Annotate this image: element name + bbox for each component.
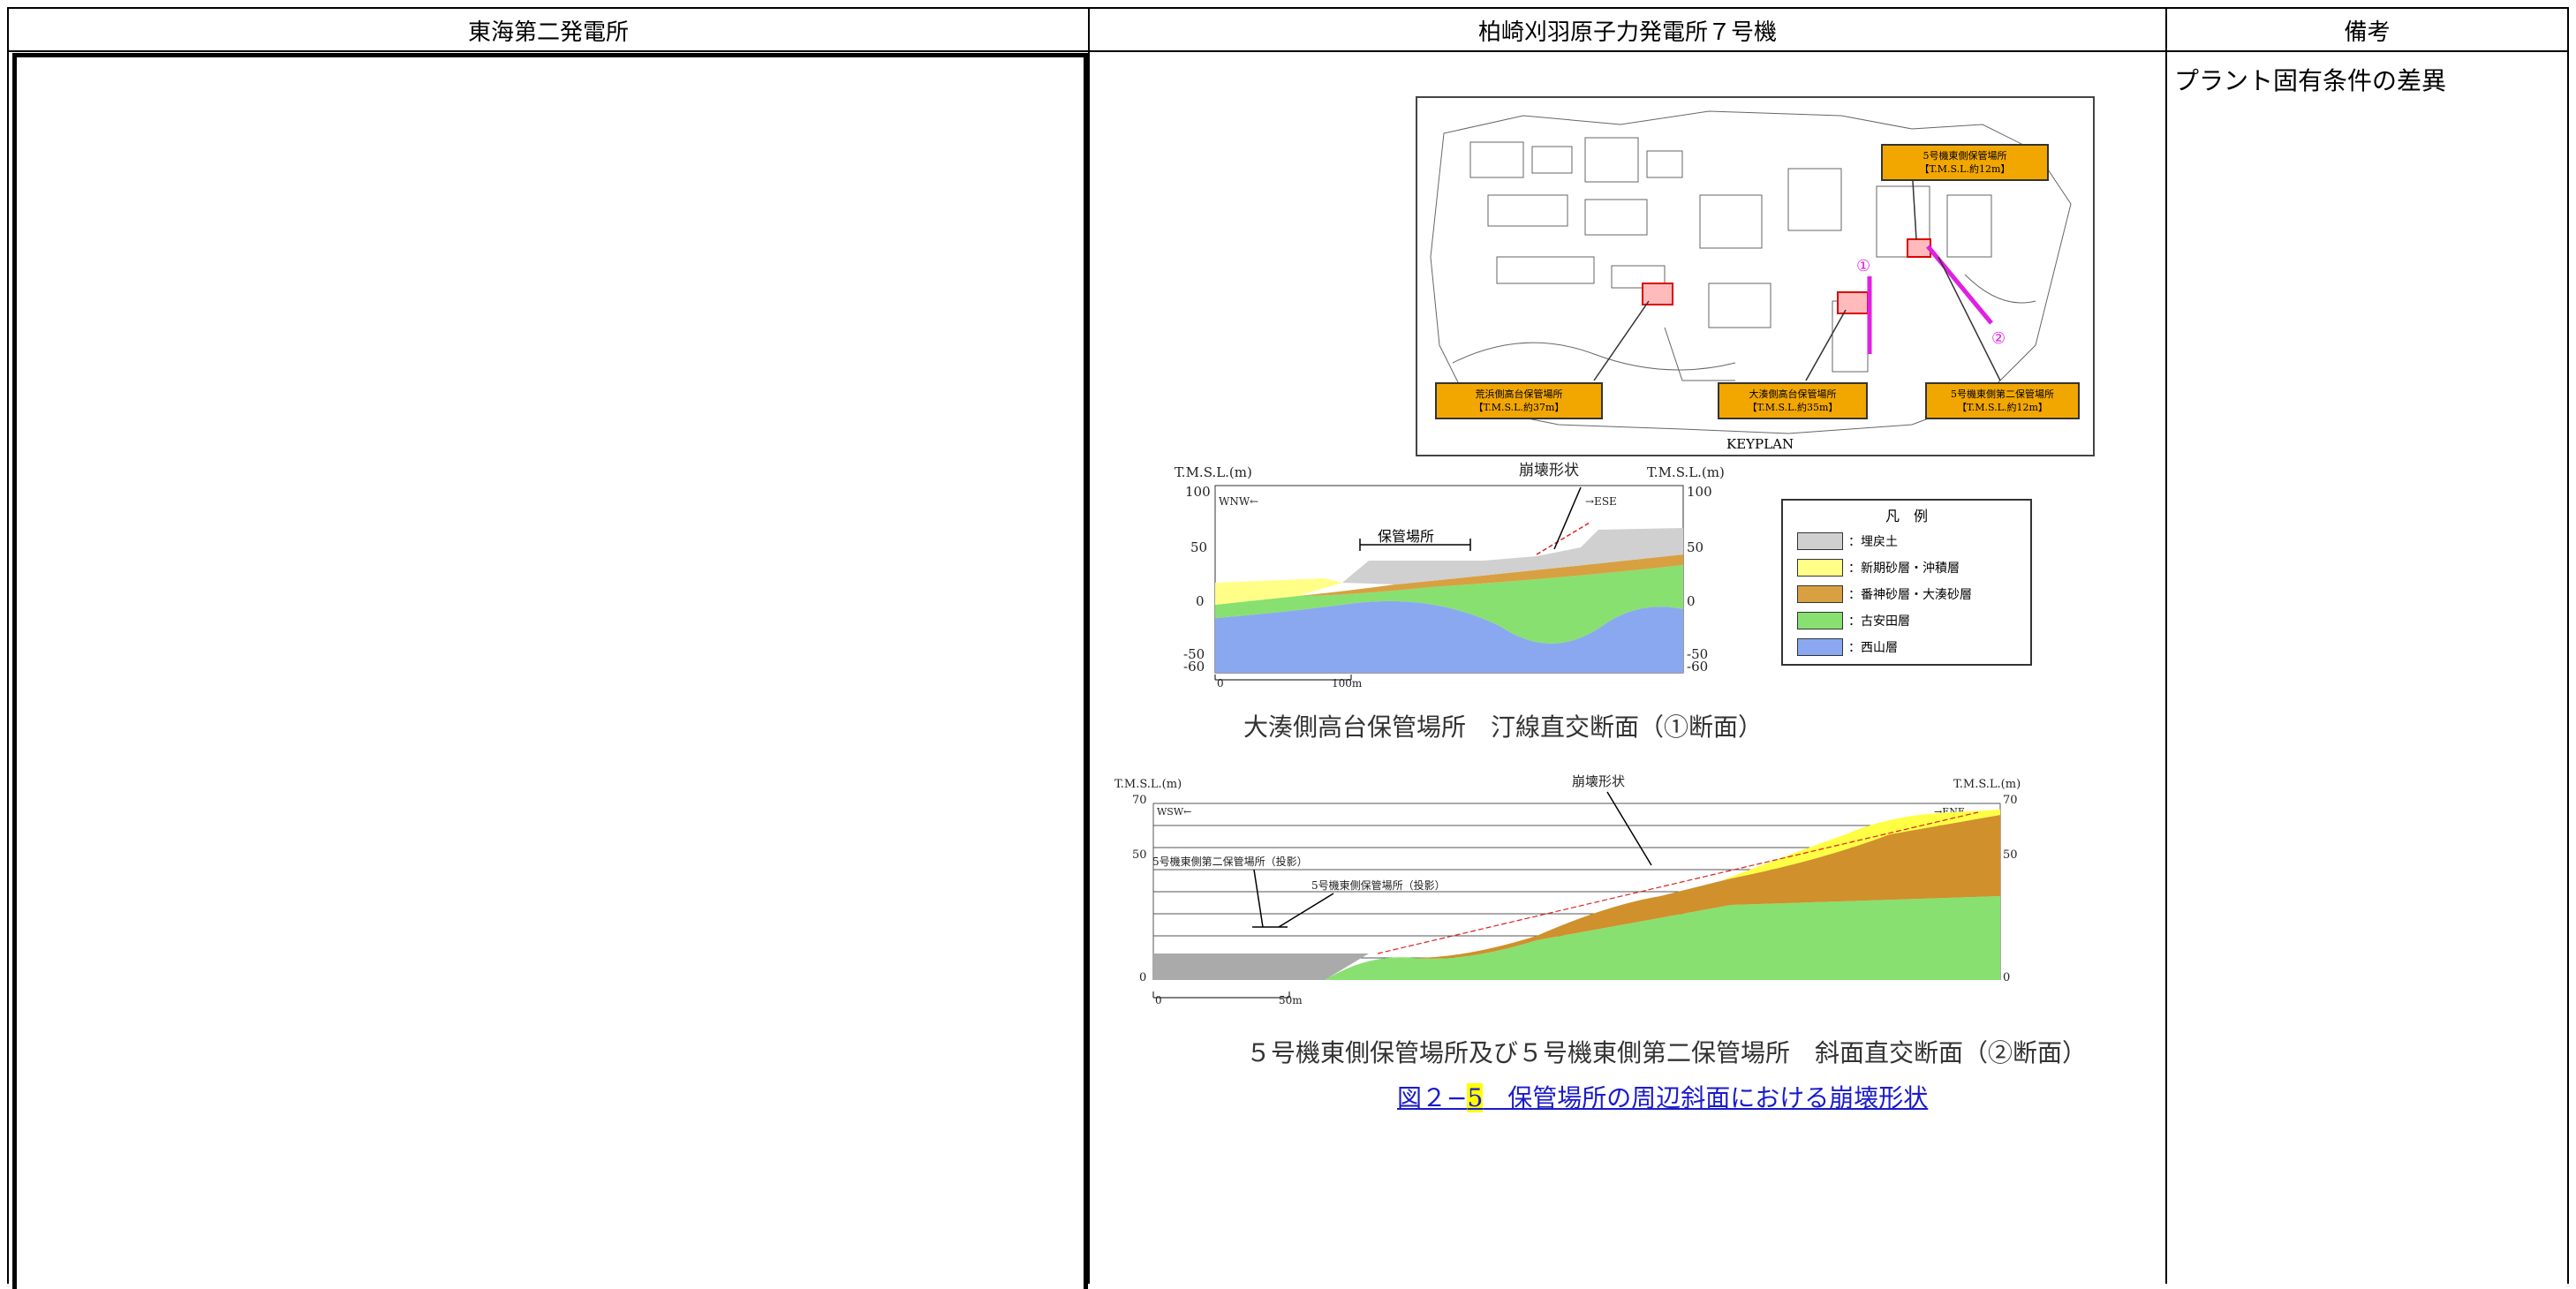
section2-title: 崩壊形状 [1572, 773, 1625, 789]
table-top-border [7, 7, 2569, 9]
legend-item: ：埋戻土 [1797, 531, 2030, 552]
tokai-empty-cell [12, 53, 1088, 1289]
section-1-drawing: T.M.S.L.(m) T.M.S.L.(m) 崩壊形状 WNW← →ESE 1… [1175, 462, 1725, 690]
s1-ytick-n50: -50 [1183, 646, 1205, 662]
s2-ytick-70-right: 70 [2003, 794, 2018, 807]
legend-item: ：番神砂層・大湊砂層 [1797, 584, 2030, 605]
section1-dir-right: →ESE [1585, 495, 1617, 508]
keyplan-drawing: ① ② KEYPLAN [1430, 110, 2072, 452]
s1-ytick-50: 50 [1190, 539, 1207, 555]
legend-swatch [1797, 612, 1843, 629]
section1-ylabel-left: T.M.S.L.(m) [1175, 464, 1252, 480]
legend-swatch [1797, 585, 1843, 603]
label-unit5-east: 5号機東側保管場所 【T.M.S.L.約12m】 [1881, 144, 2049, 181]
column-divider-1 [1088, 7, 1090, 1284]
section2-label-a: 5号機東側第二保管場所（投影） [1152, 855, 1308, 868]
section2-caption: ５号機東側保管場所及び５号機東側第二保管場所 斜面直交断面（②断面） [1246, 1038, 2088, 1067]
s2-scale-50: 50m [1279, 994, 1303, 1006]
column-divider-2 [2165, 7, 2167, 1284]
figure-caption-link[interactable]: 図２−5 保管場所の周辺斜面における崩壊形状 [1397, 1079, 1928, 1114]
s2-ytick-0: 0 [1139, 971, 1146, 984]
marker-2: ② [1991, 329, 2006, 348]
section2-label-b: 5号機東側保管場所（投影） [1311, 878, 1446, 892]
header-divider [7, 50, 2569, 52]
label-arahama-high: 荒浜側高台保管場所 【T.M.S.L.約37m】 [1435, 382, 1603, 419]
section1-title: 崩壊形状 [1519, 462, 1579, 479]
header-kashiwazaki: 柏崎刈羽原子力発電所７号機 [1477, 19, 1777, 46]
s2-scale-0: 0 [1155, 994, 1162, 1006]
s2-ytick-50-right: 50 [2003, 848, 2018, 862]
section2-dir-left: WSW← [1157, 806, 1191, 818]
legend-label: ：番神砂層・大湊砂層 [1848, 588, 1972, 602]
legend-label: ：古安田層 [1848, 614, 1910, 629]
legend-items: ：埋戻土 ：新期砂層・沖積層 ：番神砂層・大湊砂層 ：古安田層 ：西山層 [1783, 531, 2030, 658]
s1-ytick-0: 0 [1196, 593, 1205, 609]
s1-ytick-0-right: 0 [1687, 593, 1696, 609]
legend-title: 凡 例 [1885, 508, 1928, 524]
remark-text: プラント固有条件の差異 [2174, 66, 2447, 95]
section1-storage-label: 保管場所 [1378, 528, 1434, 545]
header-remarks: 備考 [2344, 19, 2391, 46]
keyplan-map: ① ② KEYPLAN 5号機東側保管場所 【T.M.S.L.約12m】 荒浜側… [1416, 96, 2095, 456]
legend-swatch [1797, 638, 1843, 656]
s1-ytick-n60-right: -60 [1687, 659, 1708, 675]
section1-dir-left: WNW← [1219, 495, 1258, 508]
figure-title: 保管場所の周辺斜面における崩壊形状 [1483, 1083, 1929, 1112]
table-right-border [2567, 7, 2569, 1284]
header-tokai: 東海第二発電所 [467, 19, 629, 46]
legend-swatch [1797, 532, 1843, 550]
section2-ylabel-right: T.M.S.L.(m) [1953, 778, 2021, 791]
section-2-drawing: T.M.S.L.(m) T.M.S.L.(m) 崩壊形状 WSW← →ENE 7… [1114, 773, 2021, 1006]
figure-number: 5 [1467, 1083, 1484, 1112]
table-left-border [7, 7, 9, 1284]
keyplan-label: KEYPLAN [1726, 436, 1794, 452]
marker-1: ① [1856, 257, 1870, 275]
legend-label: ：埋戻土 [1848, 535, 1898, 549]
s2-ytick-70: 70 [1132, 794, 1147, 807]
legend-item: ：新期砂層・沖積層 [1797, 557, 2030, 578]
s1-ytick-50-right: 50 [1687, 539, 1703, 555]
section1-caption: 大湊側高台保管場所 汀線直交断面（①断面） [1243, 712, 1764, 742]
s1-scale-100: 100m [1332, 677, 1363, 690]
legend-label: ：西山層 [1848, 641, 1898, 655]
s1-ytick-n60: -60 [1183, 659, 1205, 675]
figure-prefix: 図２− [1397, 1083, 1468, 1112]
legend-swatch [1797, 559, 1843, 577]
s1-ytick-n50-right: -50 [1687, 646, 1708, 662]
s2-ytick-0-right: 0 [2003, 971, 2010, 984]
s1-ytick-100-right: 100 [1687, 484, 1712, 500]
s1-scale-0: 0 [1217, 677, 1224, 690]
legend-item: ：西山層 [1797, 637, 2030, 658]
s2-ytick-50: 50 [1132, 848, 1147, 862]
legend-item: ：古安田層 [1797, 610, 2030, 631]
label-unit5-east-second: 5号機東側第二保管場所 【T.M.S.L.約12m】 [1925, 382, 2080, 419]
legend-box: 凡 例 ：埋戻土 ：新期砂層・沖積層 ：番神砂層・大湊砂層 ：古安田層 ：西山層 [1781, 499, 2032, 666]
s1-ytick-100: 100 [1185, 484, 1211, 500]
section2-ylabel-left: T.M.S.L.(m) [1114, 778, 1182, 791]
label-ominato-high: 大湊側高台保管場所 【T.M.S.L.約35m】 [1718, 382, 1868, 419]
legend-label: ：新期砂層・沖積層 [1848, 562, 1960, 576]
section1-ylabel-right: T.M.S.L.(m) [1647, 464, 1725, 480]
